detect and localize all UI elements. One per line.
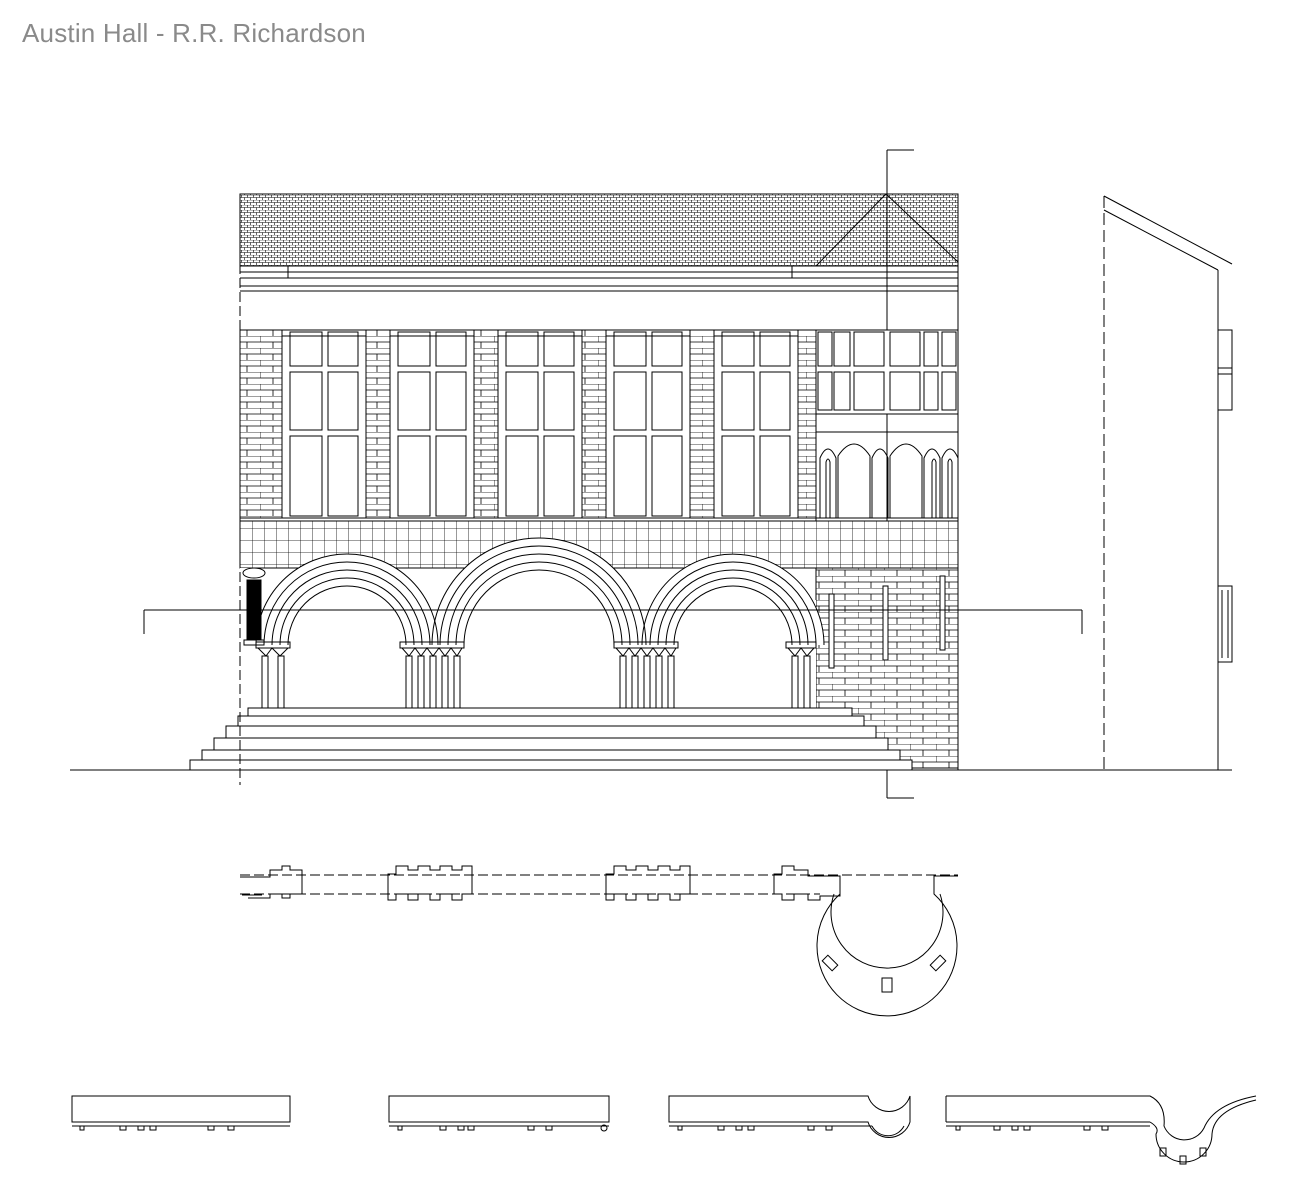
- window-1: [281, 329, 367, 519]
- upper-wall: [239, 329, 817, 519]
- detail-strips: [71, 1095, 1257, 1165]
- arch-center: [431, 537, 647, 646]
- tower-arcade: [819, 443, 959, 518]
- window-5: [713, 329, 799, 519]
- entrance-steps: [70, 194, 1232, 785]
- page-title: Austin Hall - R.R. Richardson: [22, 18, 366, 48]
- detail-4: [945, 1095, 1257, 1165]
- arch-left: [255, 553, 439, 646]
- side-elevation: [1103, 195, 1233, 770]
- window-3: [497, 329, 583, 519]
- window-2: [389, 329, 475, 519]
- window-bays: [281, 329, 799, 519]
- floor-plan: [240, 865, 958, 1017]
- arch-right: [641, 553, 825, 646]
- detail-2: [388, 1095, 610, 1132]
- tower-bay: [815, 194, 959, 770]
- window-4: [605, 329, 691, 519]
- roof: [239, 149, 959, 799]
- detail-1: [71, 1095, 291, 1131]
- arcade-arches: [240, 537, 825, 709]
- detail-3: [668, 1095, 911, 1138]
